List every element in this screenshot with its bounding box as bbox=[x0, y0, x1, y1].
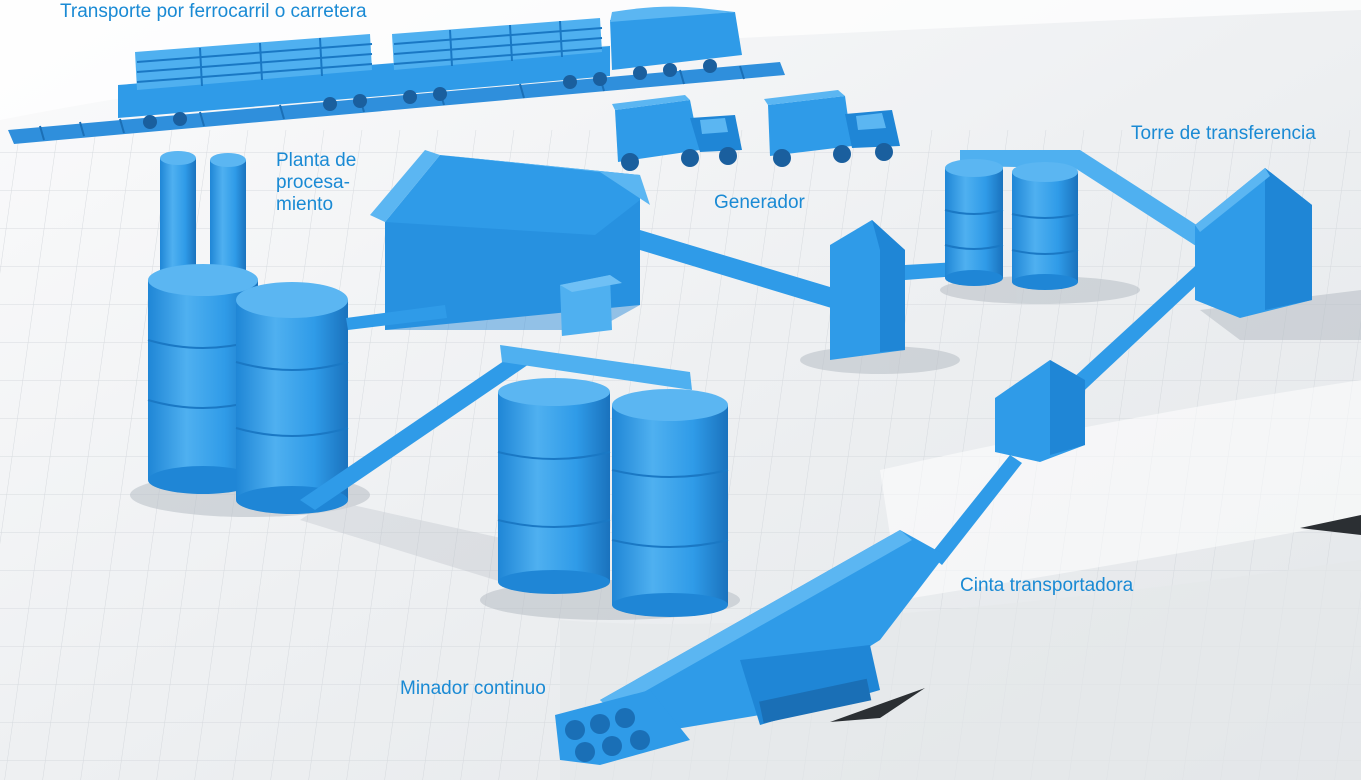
rail-car bbox=[118, 64, 382, 118]
terrain-crease bbox=[830, 688, 925, 722]
terrain-crease bbox=[1300, 515, 1361, 535]
label-conveyor-belt: Cinta transportadora bbox=[960, 575, 1134, 596]
storage-silos bbox=[497, 378, 729, 617]
terrain-fold bbox=[560, 560, 1361, 780]
label-processing-plant: Planta de procesa- miento bbox=[276, 150, 396, 216]
transfer-tower bbox=[1195, 168, 1312, 318]
processing-building bbox=[370, 150, 650, 336]
rail-car bbox=[382, 46, 610, 96]
rail-car-load bbox=[392, 18, 602, 70]
terrain-fold bbox=[880, 380, 1361, 600]
generator-trucks bbox=[612, 90, 900, 171]
locomotive-roof bbox=[610, 6, 735, 23]
rail-transport-train bbox=[8, 6, 785, 144]
label-processing-plant-line: procesa- bbox=[276, 172, 350, 193]
cutter-drum bbox=[565, 708, 650, 762]
generator-truck bbox=[764, 90, 900, 167]
processing-plant-silos bbox=[147, 151, 349, 514]
conveyor-drive-box bbox=[995, 360, 1085, 462]
label-continuous-miner: Minador continuo bbox=[400, 678, 546, 699]
label-processing-plant-line: Planta de bbox=[276, 150, 357, 171]
label-generator: Generador bbox=[714, 192, 805, 213]
terrain-fold bbox=[0, 0, 1361, 120]
label-rail-transport: Transporte por ferrocarril o carretera bbox=[60, 1, 367, 22]
rail-wheels bbox=[143, 59, 717, 129]
label-transfer-tower: Torre de transferencia bbox=[1131, 123, 1316, 144]
locomotive bbox=[610, 12, 742, 70]
generator-building bbox=[830, 220, 905, 360]
generator-truck bbox=[612, 95, 742, 171]
transfer-silos bbox=[944, 159, 1079, 290]
continuous-miner bbox=[555, 530, 945, 765]
label-processing-plant-line: miento bbox=[276, 194, 334, 215]
